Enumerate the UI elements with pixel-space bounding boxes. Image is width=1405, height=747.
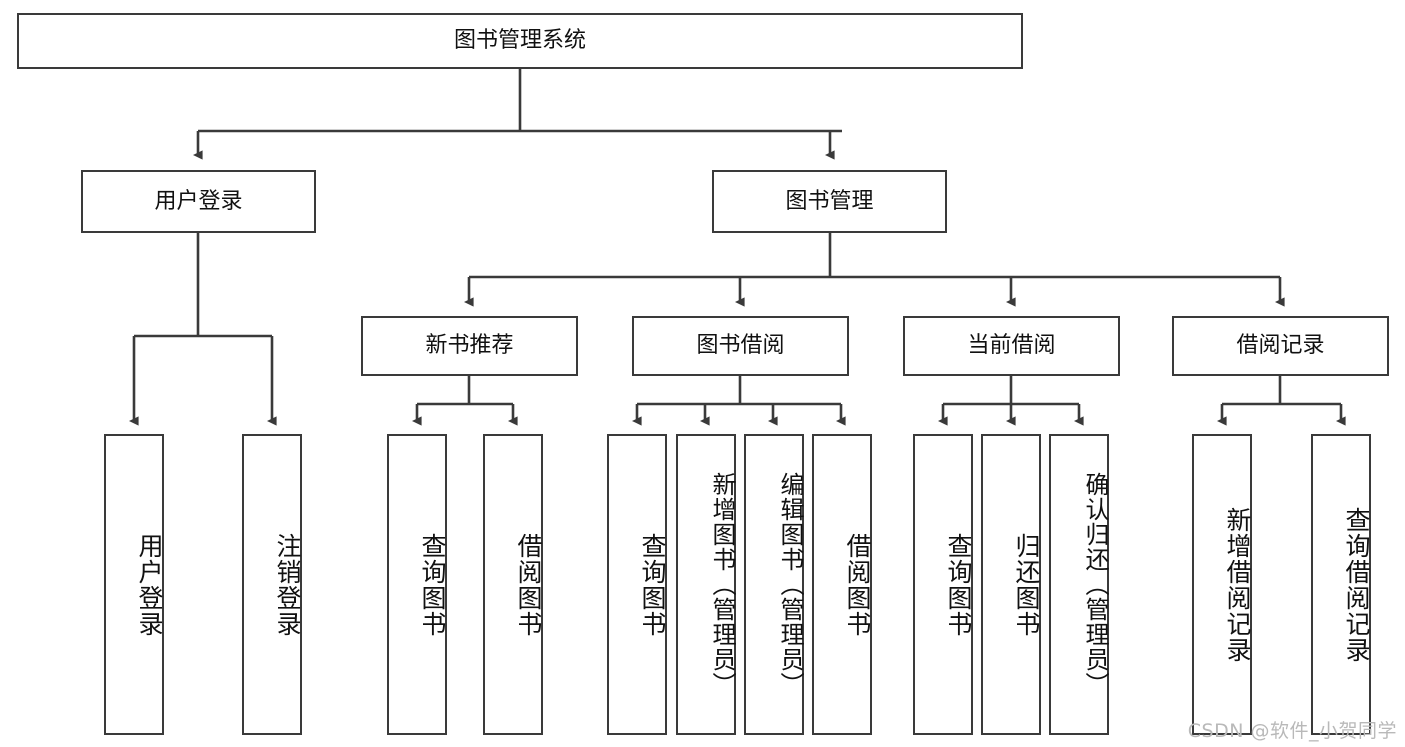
node-current-borrow-label: 当前借阅 — [967, 333, 1056, 359]
node-borrow-record-label: 借阅记录 — [1236, 333, 1325, 359]
watermark: CSDN @软件_小贺同学 — [1187, 720, 1397, 742]
node-leaf-query-book-3-label: 查询图书 — [944, 532, 973, 637]
node-leaf-query-book-1-label: 查询图书 — [418, 532, 447, 637]
node-leaf-confirm-return-label: 确认归还（管理员） — [1081, 472, 1109, 697]
node-leaf-query-book-2-label: 查询图书 — [638, 532, 667, 637]
node-leaf-query-book-3[interactable]: 查询图书 — [913, 434, 973, 735]
node-book-manage[interactable]: 图书管理 — [712, 170, 947, 233]
node-leaf-logout[interactable]: 注销登录 — [242, 434, 302, 735]
node-leaf-borrow-book-1-label: 借阅图书 — [514, 532, 543, 637]
node-current-borrow[interactable]: 当前借阅 — [903, 316, 1120, 376]
node-leaf-borrow-book-1[interactable]: 借阅图书 — [483, 434, 543, 735]
node-book-manage-label: 图书管理 — [785, 188, 874, 214]
node-root-label: 图书管理系统 — [453, 28, 586, 54]
node-leaf-return-book-label: 归还图书 — [1012, 532, 1041, 637]
node-leaf-user-login-label: 用户登录 — [135, 532, 164, 637]
node-leaf-edit-book-label: 编辑图书（管理员） — [776, 472, 804, 697]
node-leaf-borrow-book-2-label: 借阅图书 — [843, 532, 872, 637]
node-leaf-query-record[interactable]: 查询借阅记录 — [1311, 434, 1371, 735]
node-user-login[interactable]: 用户登录 — [81, 170, 316, 233]
node-book-borrow-label: 图书借阅 — [696, 333, 785, 359]
node-leaf-return-book[interactable]: 归还图书 — [981, 434, 1041, 735]
node-leaf-add-record[interactable]: 新增借阅记录 — [1192, 434, 1252, 735]
node-new-book-recommend-label: 新书推荐 — [425, 333, 514, 359]
node-book-borrow[interactable]: 图书借阅 — [632, 316, 849, 376]
node-leaf-query-book-2[interactable]: 查询图书 — [607, 434, 667, 735]
node-borrow-record[interactable]: 借阅记录 — [1172, 316, 1389, 376]
node-leaf-add-book[interactable]: 新增图书（管理员） — [676, 434, 736, 735]
node-leaf-query-record-label: 查询借阅记录 — [1342, 506, 1371, 663]
node-leaf-borrow-book-2[interactable]: 借阅图书 — [812, 434, 872, 735]
node-user-login-label: 用户登录 — [154, 188, 243, 214]
node-leaf-query-book-1[interactable]: 查询图书 — [387, 434, 447, 735]
node-root[interactable]: 图书管理系统 — [17, 13, 1023, 69]
node-leaf-edit-book[interactable]: 编辑图书（管理员） — [744, 434, 804, 735]
node-leaf-logout-label: 注销登录 — [273, 532, 302, 637]
node-new-book-recommend[interactable]: 新书推荐 — [361, 316, 578, 376]
node-leaf-confirm-return[interactable]: 确认归还（管理员） — [1049, 434, 1109, 735]
node-leaf-user-login[interactable]: 用户登录 — [104, 434, 164, 735]
node-leaf-add-book-label: 新增图书（管理员） — [708, 472, 736, 697]
node-leaf-add-record-label: 新增借阅记录 — [1223, 506, 1252, 663]
